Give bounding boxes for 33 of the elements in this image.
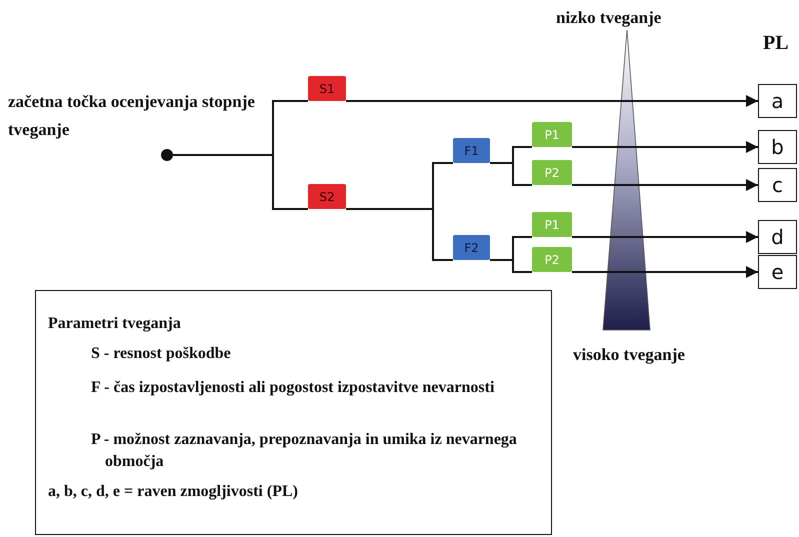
parameter-box: F1 — [453, 138, 490, 163]
risk-label: visoko tveganje — [573, 345, 685, 365]
start-label: začetna točka ocenjevanja stopnje tveganje — [8, 91, 256, 141]
connector-line — [490, 259, 532, 273]
parameter-box: S2 — [308, 184, 346, 209]
level-box: b — [758, 130, 797, 164]
arrow — [346, 95, 758, 107]
level-box: c — [758, 168, 797, 202]
parameter-box: P2 — [532, 247, 572, 272]
connector-line — [173, 154, 308, 210]
arrow — [572, 141, 758, 153]
parameter-box: P2 — [532, 160, 572, 185]
level-box: d — [758, 220, 797, 254]
parameter-box: F2 — [453, 235, 490, 260]
definition-text: S - resnost poškodbe — [91, 344, 231, 364]
definition-text: P - možnost zaznavanja, prepoznavanja in umika iz nevarnega območja — [91, 430, 518, 472]
connector-line — [490, 162, 532, 186]
legend-box — [35, 290, 552, 535]
definition-text: a, b, c, d, e = raven zmogljivosti (PL) — [48, 482, 298, 502]
risk-label: nizko tveganje — [556, 8, 662, 28]
parameter-box: P1 — [532, 122, 572, 147]
start-dot — [161, 149, 173, 161]
connector-line — [346, 208, 453, 261]
level-box: a — [758, 84, 797, 118]
arrow — [572, 266, 758, 278]
parameter-box: P1 — [532, 212, 572, 237]
definition-text: F - čas izpostavljenosti ali pogostost izpostavitve nevarnosti — [91, 378, 494, 398]
arrow — [572, 231, 758, 243]
column-heading: PL — [763, 32, 789, 55]
level-box: e — [758, 255, 797, 289]
key-heading: Parametri tveganja — [48, 314, 181, 334]
parameter-box: S1 — [308, 76, 346, 101]
arrow — [572, 179, 758, 191]
